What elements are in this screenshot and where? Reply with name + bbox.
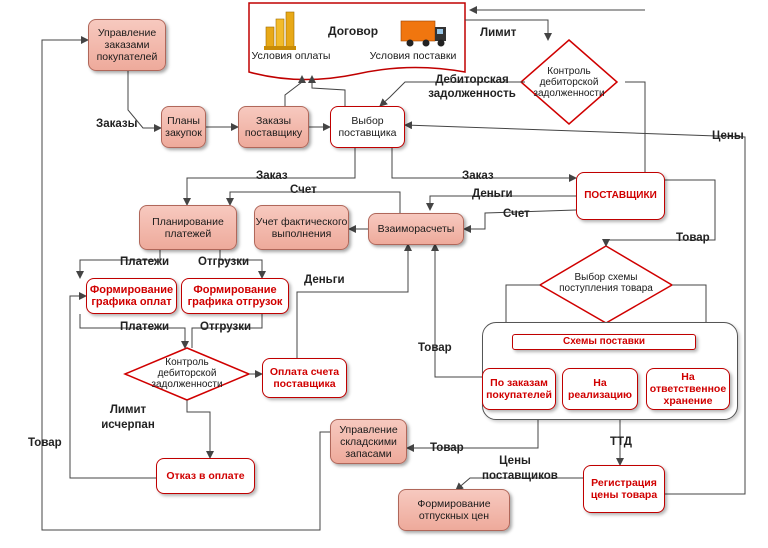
connector — [465, 19, 552, 41]
shipment-schedule-node[interactable]: Формирование графика отгрузок — [181, 278, 289, 314]
connector — [296, 243, 412, 358]
invoice-right-label: Счет — [503, 208, 530, 220]
contract-title: Договор — [328, 24, 379, 38]
on-consignment-node[interactable]: На реализацию — [562, 368, 638, 410]
connector — [431, 243, 482, 378]
custody-node[interactable]: На ответственное хранение — [646, 368, 730, 410]
goods-left-label: Товар — [28, 437, 62, 449]
receivables-label: Дебиторская задолженность — [428, 74, 516, 100]
payments-bottom-label: Платежи — [120, 321, 170, 333]
payment-refusal-node[interactable]: Отказ в оплате — [156, 458, 255, 494]
order-left-label: Заказ — [256, 170, 288, 182]
connector — [183, 148, 356, 206]
connector — [391, 148, 577, 182]
connector — [426, 195, 576, 211]
connector — [76, 250, 161, 279]
payment-planning-node[interactable]: Планирование платежей — [139, 205, 237, 250]
ttd-label: ТТД — [610, 436, 632, 448]
goods-mid-label: Товар — [418, 342, 452, 354]
connector — [79, 314, 189, 349]
connector — [308, 75, 346, 106]
shipments-top-label: Отгрузки — [198, 256, 250, 268]
connector — [69, 292, 156, 479]
supplier-choice-node[interactable]: Выбор поставщика — [330, 106, 405, 148]
receivables-control-top-text: Контроль дебиторской задолженности — [533, 66, 605, 99]
customer-orders-mgmt-node[interactable]: Управление заказами покупателей — [88, 19, 166, 71]
money-top-label: Деньги — [472, 188, 513, 200]
connector — [226, 191, 401, 215]
connector — [379, 81, 525, 107]
order-right-label: Заказ — [462, 170, 494, 182]
connector — [41, 36, 330, 531]
connector — [186, 400, 214, 459]
by-customer-orders-node[interactable]: По заказам покупателей — [482, 368, 556, 410]
connector — [127, 70, 162, 132]
invoice-top-label: Счет — [290, 184, 317, 196]
connector — [191, 314, 263, 348]
receivables-control-top-diamond — [519, 39, 619, 125]
connector — [625, 81, 646, 172]
shipments-bottom-label: Отгрузки — [200, 321, 252, 333]
actual-execution-node[interactable]: Учет фактического выполнения — [254, 205, 349, 250]
payment-schedule-node[interactable]: Формирование графика оплат — [86, 278, 177, 314]
connector — [406, 418, 539, 452]
purchase-plans-node[interactable]: Планы закупок — [161, 106, 206, 148]
prices-label: Цены — [712, 130, 744, 142]
settlements-node[interactable]: Взаиморасчеты — [368, 213, 464, 245]
scheme-choice-text: Выбор схемы поступления товара — [559, 272, 653, 294]
limit-top-label: Лимит — [480, 27, 517, 39]
delivery-terms-label: Условия поставки — [369, 50, 457, 62]
coins-icon — [264, 11, 296, 50]
truck-icon — [400, 20, 446, 47]
invoice-payment-node[interactable]: Оплата счета поставщика — [262, 358, 347, 398]
warehouse-mgmt-node[interactable]: Управление складскими запасами — [330, 419, 407, 464]
connector — [672, 284, 707, 322]
limit-exhausted-label: Лимит исчерпан — [101, 404, 155, 431]
payment-terms-label: Условия оплаты — [251, 50, 331, 62]
receivables-control-bottom-text: Контроль дебиторской задолженности — [151, 357, 223, 390]
goods-right-label: Товар — [676, 232, 710, 244]
goods-warehouse-label: Товар — [430, 442, 464, 454]
supplier-orders-node[interactable]: Заказы поставщику — [238, 106, 309, 148]
connector — [602, 179, 716, 247]
connector — [505, 284, 540, 322]
supplier-prices-label: Цены поставщиков — [482, 455, 558, 482]
connector — [404, 121, 746, 495]
money-mid-label: Деньги — [304, 274, 345, 286]
orders-label: Заказы — [96, 118, 138, 130]
connector — [219, 250, 266, 279]
delivery-schemes-header: Схемы поставки — [512, 334, 696, 350]
connector — [455, 477, 583, 491]
price-formation-node[interactable]: Формирование отпускных цен — [398, 489, 510, 531]
price-registration-node[interactable]: Регистрация цены товара — [583, 465, 665, 513]
payments-top-label: Платежи — [120, 256, 170, 268]
connector — [284, 75, 306, 106]
connector — [463, 209, 577, 233]
suppliers-node[interactable]: ПОСТАВЩИКИ — [576, 172, 665, 220]
connectors — [41, 6, 746, 531]
